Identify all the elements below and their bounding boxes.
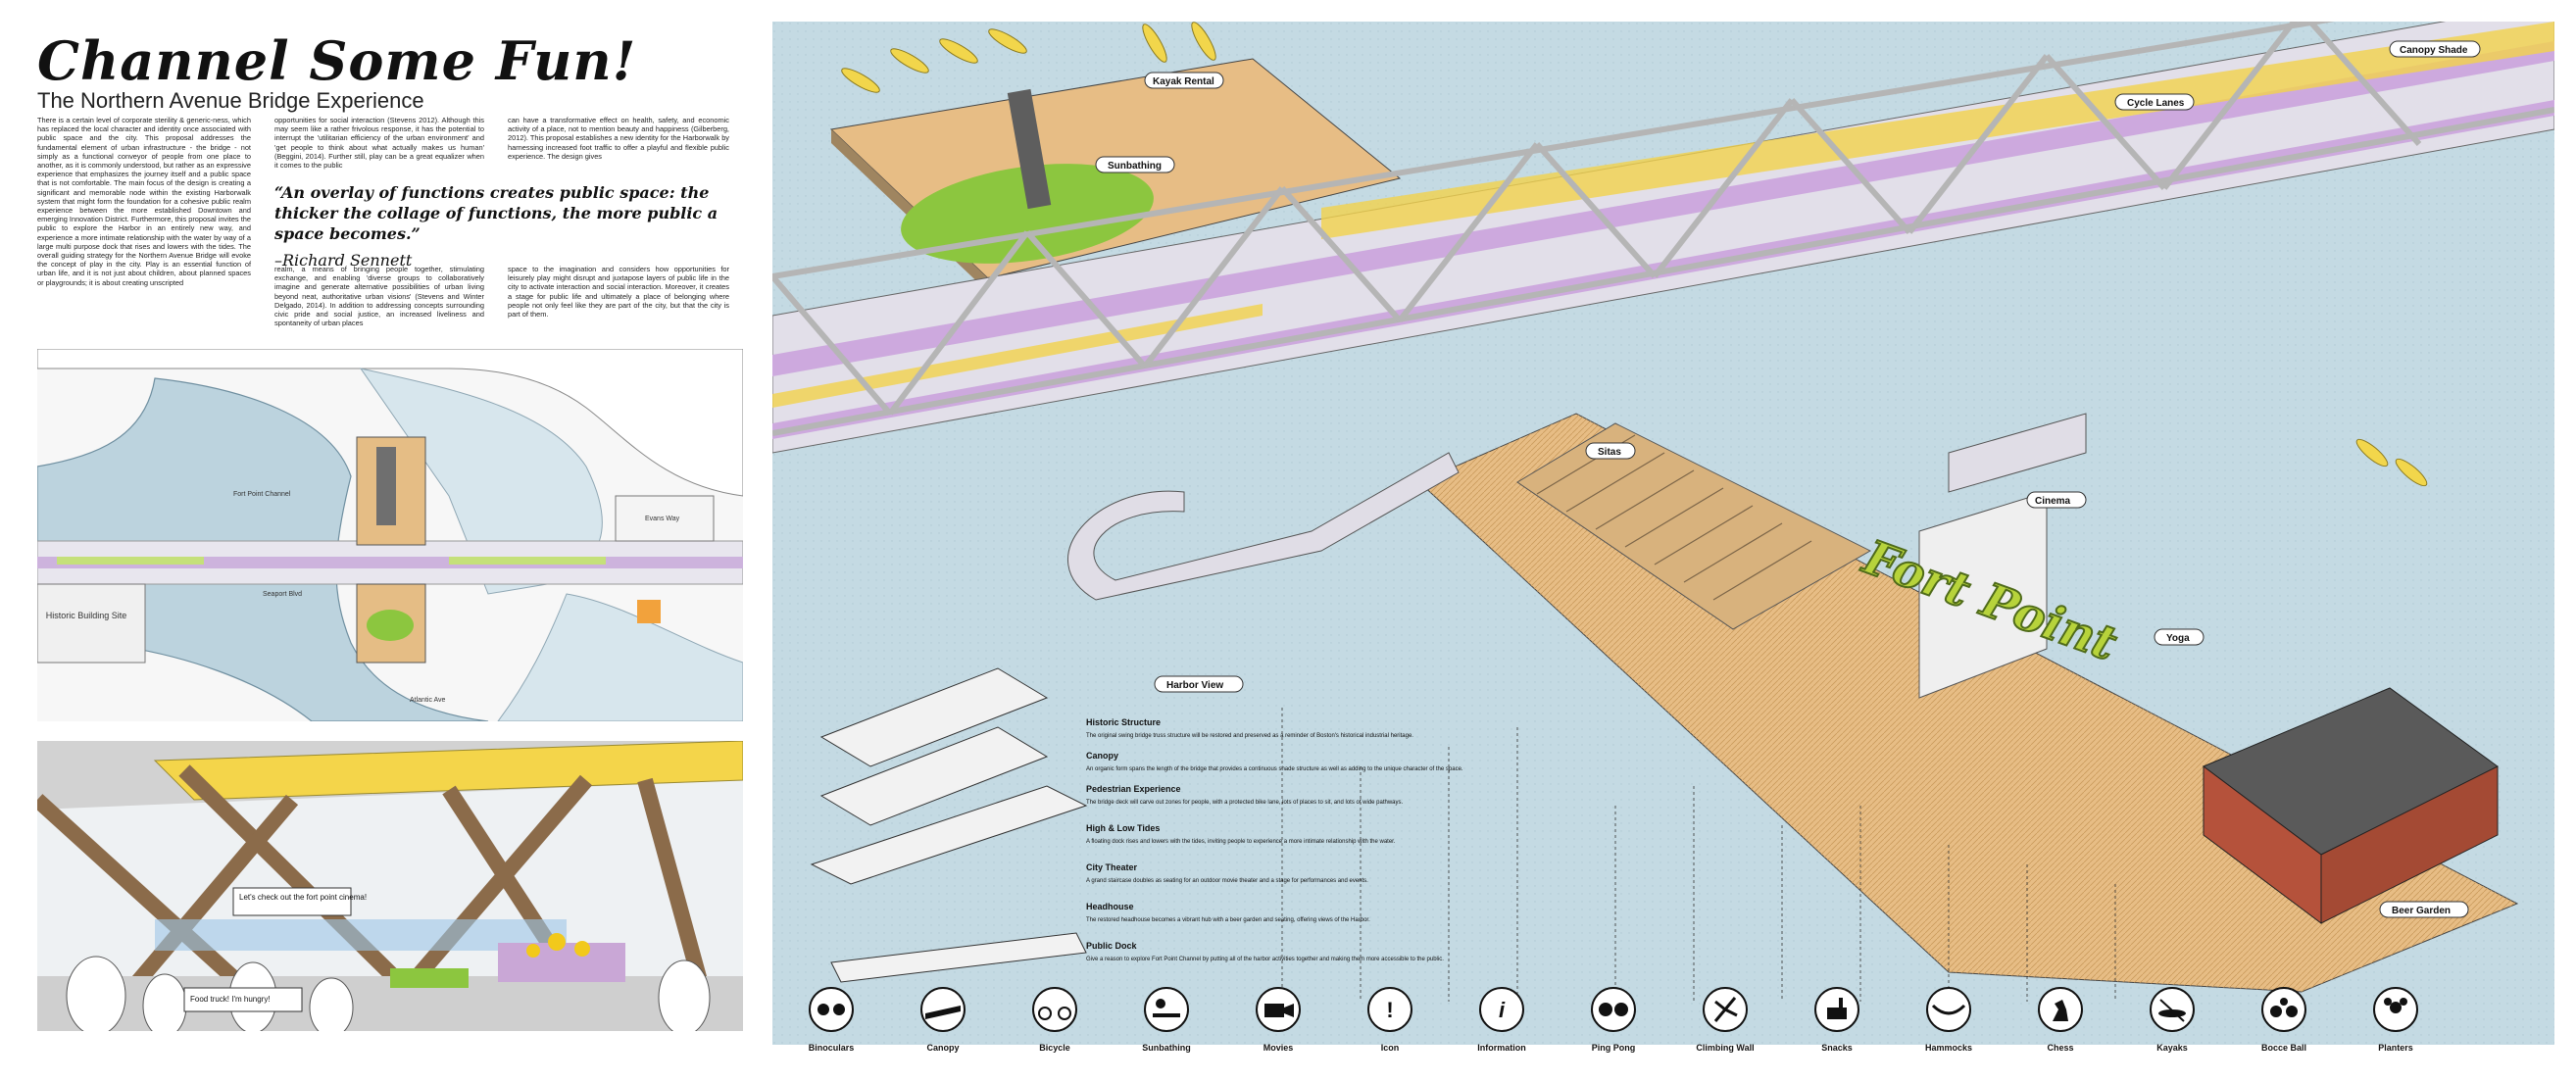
bocce-ball-icon <box>2261 987 2306 1032</box>
site-plan: Historic Building Site Seaport Blvd Fort… <box>37 349 743 721</box>
sunbathing-icon <box>1144 987 1189 1032</box>
svg-text:i: i <box>1499 998 1506 1022</box>
legend-title: City Theater <box>1086 862 1138 872</box>
legend-text: An organic form spans the length of the … <box>1086 766 1463 772</box>
legend-title: Public Dock <box>1086 941 1138 951</box>
plan-label: Historic Building Site <box>46 611 127 620</box>
label-cycle-lanes: Cycle Lanes <box>2127 98 2185 109</box>
legend-title: Canopy <box>1086 751 1118 761</box>
plan-label: Seaport Blvd <box>263 591 302 598</box>
information-icon: i <box>1479 987 1524 1032</box>
body-text-col-4: realm, a means of bringing people togeth… <box>274 265 484 328</box>
movies-icon <box>1256 987 1301 1032</box>
svg-text:!: ! <box>1386 998 1393 1022</box>
body-text-col-3: can have a transformative effect on heal… <box>508 116 729 161</box>
snacks-icon <box>1814 987 1859 1032</box>
perspective-callout: Food truck! I'm hungry! <box>190 995 271 1004</box>
bicycle-icon <box>1032 987 1077 1032</box>
amenity-label: Snacks <box>1821 1043 1853 1053</box>
body-text-col-2: opportunities for social interaction (St… <box>274 116 484 171</box>
pull-quote: “An overlay of functions creates public … <box>274 183 718 243</box>
axonometric-drawing: Fort Point Kayak Rental Sunbathing Canop… <box>772 22 2554 1045</box>
label-kayak-rental: Kayak Rental <box>1153 76 1214 87</box>
label-cinema: Cinema <box>2035 496 2071 507</box>
label-sunbathing: Sunbathing <box>1108 161 1162 172</box>
amenity-legend: Binoculars Canopy Bicycle Sunbathing Mov… <box>772 986 2554 1060</box>
planters-icon <box>2373 987 2418 1032</box>
plan-label: Evans Way <box>645 516 680 522</box>
left-column: Channel Some Fun! The Northern Avenue Br… <box>37 0 743 1082</box>
climbing-wall-icon <box>1703 987 1748 1032</box>
chess-icon <box>2038 987 2083 1032</box>
legend-text: The restored headhouse becomes a vibrant… <box>1086 917 1370 923</box>
amenity-label: Ping Pong <box>1592 1043 1636 1053</box>
amenity-label: Hammocks <box>1925 1043 1972 1053</box>
amenity-label: Sunbathing <box>1142 1043 1191 1053</box>
icon-icon: ! <box>1367 987 1412 1032</box>
body-text-col-5: space to the imagination and considers h… <box>508 265 729 320</box>
amenity-label: Bicycle <box>1039 1043 1070 1053</box>
label-beer-garden: Beer Garden <box>2392 906 2451 916</box>
label-yoga: Yoga <box>2166 633 2190 644</box>
ping-pong-icon <box>1591 987 1636 1032</box>
legend-text: The original swing bridge truss structur… <box>1086 733 1413 739</box>
binoculars-icon <box>809 987 854 1032</box>
legend-text: The bridge deck will carve out zones for… <box>1086 800 1404 806</box>
canopy-icon <box>920 987 966 1032</box>
plan-label: Atlantic Ave <box>410 697 446 704</box>
legend-title: Pedestrian Experience <box>1086 784 1181 794</box>
amenity-label: Movies <box>1263 1043 1294 1053</box>
label-harbor-view: Harbor View <box>1166 680 1223 691</box>
label-sitas: Sitas <box>1598 447 1621 458</box>
amenity-label: Binoculars <box>809 1043 855 1053</box>
amenity-label: Canopy <box>926 1043 959 1053</box>
bridge-perspective: Let's check out the fort point cinema! F… <box>37 741 743 1031</box>
legend-text: Give a reason to explore Fort Point Chan… <box>1086 957 1444 962</box>
page-subtitle: The Northern Avenue Bridge Experience <box>37 88 424 113</box>
amenity-label: Bocce Ball <box>2261 1043 2306 1053</box>
amenity-label: Planters <box>2378 1043 2413 1053</box>
legend-text: A floating dock rises and lowers with th… <box>1086 839 1396 845</box>
amenity-label: Climbing Wall <box>1696 1043 1754 1053</box>
legend-title: Headhouse <box>1086 902 1134 911</box>
amenity-label: Information <box>1477 1043 1526 1053</box>
amenity-label: Chess <box>2047 1043 2073 1053</box>
legend-text: A grand staircase doubles as seating for… <box>1086 878 1368 884</box>
kayaks-icon <box>2150 987 2195 1032</box>
amenity-label: Kayaks <box>2156 1043 2188 1053</box>
legend-title: Historic Structure <box>1086 717 1161 727</box>
amenity-label: Icon <box>1381 1043 1400 1053</box>
pull-quote-author: –Richard Sennett <box>274 251 413 270</box>
body-text-col-1: There is a certain level of corporate st… <box>37 116 251 287</box>
hammocks-icon <box>1926 987 1971 1032</box>
page-title: Channel Some Fun! <box>37 29 637 92</box>
plan-label: Fort Point Channel <box>233 491 291 498</box>
legend-title: High & Low Tides <box>1086 823 1160 833</box>
perspective-callout: Let's check out the fort point cinema! <box>239 893 367 902</box>
label-canopy-shade: Canopy Shade <box>2400 45 2468 56</box>
